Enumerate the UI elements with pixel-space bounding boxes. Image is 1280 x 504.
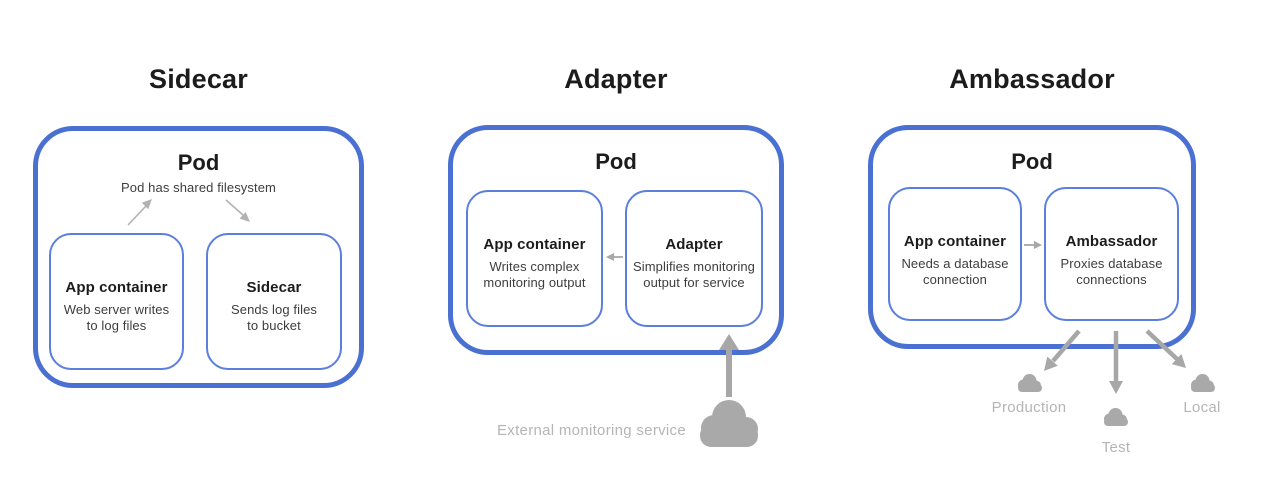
container-name: App container [65,279,168,296]
panel-title-sidecar: Sidecar [149,64,248,94]
local-cloud-icon [1191,374,1215,392]
container-description: Simplifies monitoring output for service [632,259,756,290]
production-cloud-label: Production [991,399,1067,416]
container-box-adapter: Adapter Simplifies monitoring output for… [625,190,763,327]
container-box-sidecar-app: App container Web server writes to log f… [49,233,184,370]
pod-shared-filesystem-note: Pod has shared filesystem [121,180,276,195]
external-monitoring-cloud-icon [700,400,758,447]
test-cloud-icon [1104,408,1128,426]
container-name: App container [903,233,1007,250]
local-cloud-label: Local [1183,399,1221,416]
container-box-ambassador: Ambassador Proxies database connections [1044,187,1179,321]
pod-label: Pod [177,150,220,175]
container-description: Writes complex monitoring output [483,259,586,290]
container-name: Ambassador [1065,233,1158,250]
test-cloud-label: Test [1101,439,1131,456]
panel-title-adapter: Adapter [564,64,668,94]
container-name: Sidecar [246,279,302,296]
container-description: Needs a database connection [901,256,1009,287]
pod-label: Pod [1011,149,1053,174]
container-description: Proxies database connections [1060,256,1163,287]
container-box-ambassador-app: App container Needs a database connectio… [888,187,1022,321]
container-box-adapter-app: App container Writes complex monitoring … [466,190,603,327]
production-cloud-icon [1018,374,1042,392]
panel-title-ambassador: Ambassador [949,64,1115,94]
container-description: Web server writes to log files [63,302,170,333]
external-monitoring-service-label: External monitoring service [496,422,686,439]
container-box-sidecar: Sidecar Sends log files to bucket [206,233,342,370]
container-name: App container [483,236,586,253]
container-description: Sends log files to bucket [230,302,318,333]
pod-label: Pod [595,149,637,174]
container-name: Adapter [665,236,723,253]
